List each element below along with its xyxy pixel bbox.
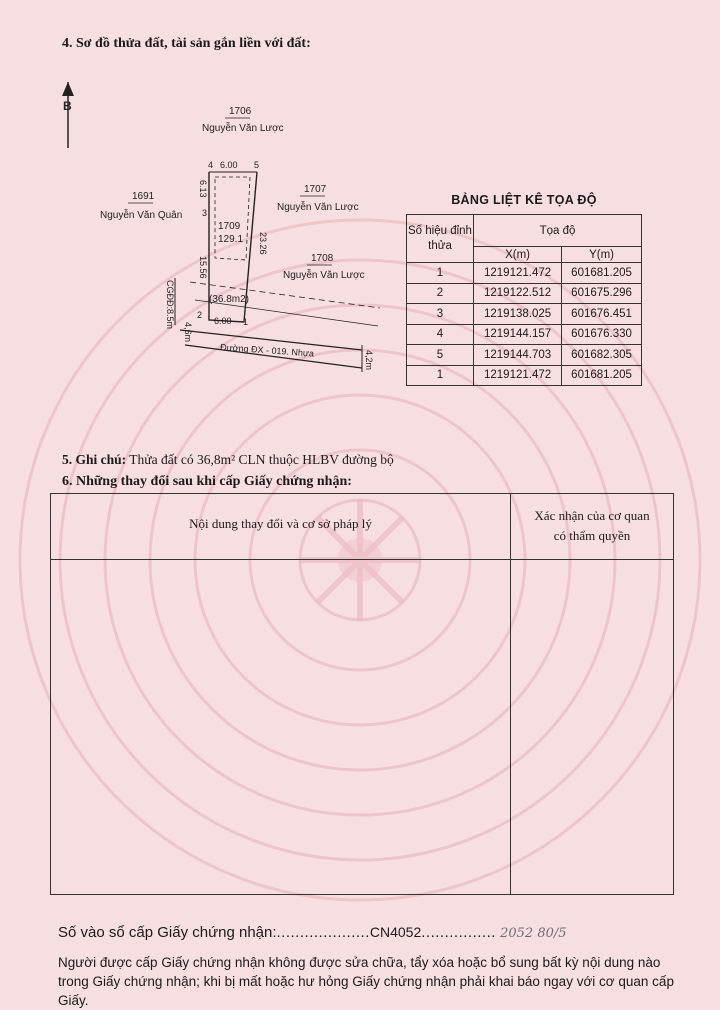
hlbv-area: (36.8m2) bbox=[209, 294, 249, 305]
dim-top: 6.00 bbox=[220, 160, 238, 170]
section-5-note: 5. Ghi chú: Thửa đất có 36,8m² CLN thuộc… bbox=[62, 452, 394, 468]
dim-road-left: 4,6m bbox=[183, 322, 193, 342]
section-5-label: 5. Ghi chú: bbox=[62, 452, 127, 467]
neighbor-1691-id: 1691 bbox=[132, 191, 155, 202]
head-point: Số hiệu đỉnh thửa bbox=[406, 214, 474, 263]
neighbor-1707-id: 1707 bbox=[304, 184, 327, 195]
registry-line: Số vào sổ cấp Giấy chứng nhận:..........… bbox=[58, 924, 567, 941]
neighbor-1691-owner: Nguyễn Văn Quân bbox=[100, 208, 182, 221]
site-plan: B 1706 Nguyễn Văn Lược 1707 Nguyễn Văn L… bbox=[62, 82, 381, 372]
vertex-1: 1 bbox=[243, 317, 248, 327]
head-coord: Tọa độ bbox=[473, 214, 642, 247]
neighbor-1707-owner: Nguyễn Văn Lược bbox=[277, 200, 359, 213]
neighbor-1706-owner: Nguyễn Văn Lược bbox=[202, 121, 284, 134]
changes-col-confirm: Xác nhận của cơ quan có thẩm quyền bbox=[534, 508, 650, 543]
neighbor-1706-id: 1706 bbox=[229, 106, 252, 117]
dim-bottom: 6.00 bbox=[214, 316, 232, 326]
compass-letter: B bbox=[63, 99, 72, 113]
parcel-id: 1709 bbox=[218, 221, 241, 232]
dim-right: 23.26 bbox=[258, 232, 268, 255]
handwritten-note: 2052 80/5 bbox=[500, 926, 567, 941]
dim-road-right: 4,2m bbox=[364, 350, 374, 370]
section-5-text: Thửa đất có 36,8m² CLN thuộc HLBV đường … bbox=[129, 452, 394, 467]
dim-left-lower: 15.56 bbox=[198, 256, 208, 279]
dim-left-upper: 6.13 bbox=[198, 180, 208, 198]
vertex-2: 2 bbox=[197, 310, 202, 320]
registry-label: Số vào sổ cấp Giấy chứng nhận: bbox=[58, 924, 277, 941]
coords-table-title: BẢNG LIỆT KÊ TỌA ĐỘ bbox=[451, 193, 597, 207]
head-y: Y(m) bbox=[561, 246, 642, 263]
dim-cgdd: CGĐĐ:8.5m bbox=[165, 280, 175, 329]
changes-col-content: Nội dung thay đổi và cơ sở pháp lý bbox=[189, 516, 372, 531]
section-4-title: 4. Sơ đồ thửa đất, tài sản gắn liền với … bbox=[62, 36, 311, 51]
vertex-5: 5 bbox=[254, 160, 259, 170]
neighbor-1708-owner: Nguyễn Văn Lược bbox=[283, 268, 365, 281]
neighbor-1708-id: 1708 bbox=[311, 253, 334, 264]
north-arrow-icon: B bbox=[62, 82, 74, 148]
vertex-4: 4 bbox=[208, 160, 213, 170]
parcel-area: 129.1 bbox=[218, 234, 243, 245]
warning-text: Người được cấp Giấy chứng nhận không đượ… bbox=[58, 955, 674, 1008]
head-x: X(m) bbox=[472, 246, 563, 263]
changes-table: Nội dung thay đổi và cơ sở pháp lý Xác n… bbox=[50, 493, 674, 895]
section-6-title: 6. Những thay đổi sau khi cấp Giấy chứng… bbox=[62, 474, 352, 489]
registry-number: CN4052 bbox=[369, 924, 422, 940]
vertex-3: 3 bbox=[202, 208, 207, 218]
